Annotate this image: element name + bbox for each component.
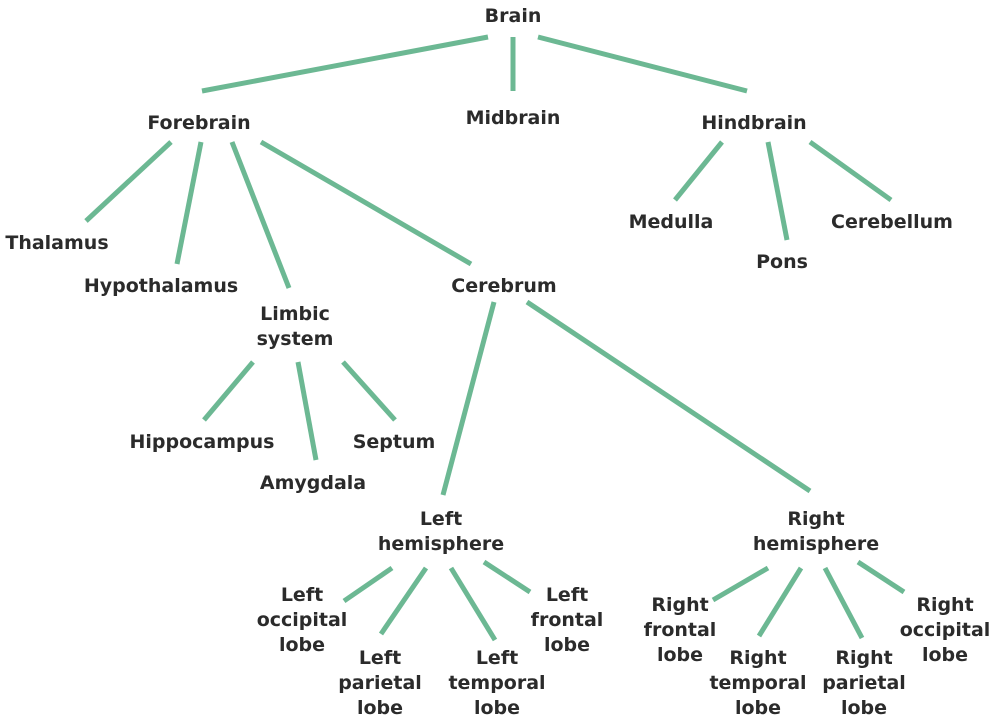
edge-left-hemisphere-to-left-temporal-lobe <box>448 566 498 642</box>
node-hippocampus: Hippocampus <box>130 430 275 455</box>
node-label-line: Left <box>475 647 519 669</box>
node-label-line: frontal <box>643 619 717 641</box>
node-label-line: Forebrain <box>147 112 251 134</box>
node-label-line: Left <box>358 647 402 669</box>
edge-limbic-system-to-hippocampus <box>202 360 255 422</box>
node-right-frontal-lobe: Right frontal lobe <box>644 593 717 668</box>
node-hypothalamus: Hypothalamus <box>84 274 238 299</box>
edge-forebrain-to-cerebrum <box>259 139 473 267</box>
edge-limbic-system-to-amygdala <box>295 361 319 461</box>
edge-forebrain-to-hypothalamus <box>174 141 204 265</box>
edge-hindbrain-to-cerebellum <box>808 139 893 203</box>
node-left-parietal-lobe: Left parietal lobe <box>338 646 422 721</box>
node-label-line: Right <box>787 508 845 530</box>
edge-right-hemisphere-to-right-temporal-lobe <box>756 566 804 638</box>
node-label-line: parietal <box>338 672 422 694</box>
edge-hindbrain-to-medulla <box>673 140 724 202</box>
node-label-line: Hypothalamus <box>83 275 239 297</box>
edge-right-hemisphere-to-right-frontal-lobe <box>711 565 770 603</box>
edge-forebrain-to-thalamus <box>84 140 173 223</box>
node-label-line: Medulla <box>628 211 714 233</box>
node-right-hemisphere: Right hemisphere <box>753 507 879 557</box>
node-label-line: Right <box>651 594 709 616</box>
node-label-line: temporal <box>709 672 807 694</box>
node-label-line: Thalamus <box>5 232 109 254</box>
node-left-hemisphere: Left hemisphere <box>378 507 504 557</box>
node-label-line: Right <box>835 647 893 669</box>
node-label-line: lobe <box>543 634 591 656</box>
node-label-line: Left <box>545 584 589 606</box>
node-cerebellum: Cerebellum <box>831 210 953 235</box>
edge-left-hemisphere-to-left-frontal-lobe <box>482 559 532 595</box>
node-forebrain: Forebrain <box>147 111 250 136</box>
node-label-line: lobe <box>473 697 521 719</box>
node-left-frontal-lobe: Left frontal lobe <box>531 583 604 658</box>
node-midbrain: Midbrain <box>466 106 561 131</box>
node-label-line: Pons <box>756 251 808 273</box>
edge-brain-to-forebrain <box>201 34 489 94</box>
node-label-line: occipital <box>899 619 991 641</box>
node-thalamus: Thalamus <box>5 231 108 256</box>
node-right-occipital-lobe: Right occipital lobe <box>900 593 991 668</box>
node-hindbrain: Hindbrain <box>701 111 806 136</box>
edge-limbic-system-to-septum <box>341 360 397 422</box>
node-right-temporal-lobe: Right temporal lobe <box>709 646 806 721</box>
node-label-line: hemisphere <box>752 533 880 555</box>
node-label-line: Brain <box>484 5 542 27</box>
node-left-temporal-lobe: Left temporal lobe <box>448 646 545 721</box>
node-label-line: Right <box>729 647 787 669</box>
node-amygdala: Amygdala <box>260 471 366 496</box>
node-label-line: Left <box>419 508 463 530</box>
edge-forebrain-to-limbic-system <box>229 141 292 289</box>
node-label-line: lobe <box>278 634 326 656</box>
node-label-line: Septum <box>352 431 436 453</box>
node-label-line: Right <box>916 594 974 616</box>
node-right-parietal-lobe: Right parietal lobe <box>822 646 906 721</box>
node-label-line: Limbic <box>260 303 330 325</box>
node-label-line: Cerebrum <box>451 275 557 297</box>
edge-right-hemisphere-to-right-occipital-lobe <box>856 559 906 595</box>
edge-hindbrain-to-pons <box>765 141 790 241</box>
edge-right-hemisphere-to-right-parietal-lobe <box>822 566 865 640</box>
node-label-line: occipital <box>256 609 348 631</box>
node-label-line: Left <box>280 584 324 606</box>
edge-cerebrum-to-right-hemisphere <box>525 299 812 494</box>
node-label-line: temporal <box>448 672 546 694</box>
node-label-line: Hindbrain <box>701 112 807 134</box>
node-label-line: parietal <box>822 672 906 694</box>
node-label-line: lobe <box>656 644 704 666</box>
edge-cerebrum-to-left-hemisphere <box>440 301 497 496</box>
node-label-line: lobe <box>734 697 782 719</box>
node-label-line: Midbrain <box>465 107 561 129</box>
node-label-line: hemisphere <box>377 533 505 555</box>
node-label-line: lobe <box>840 697 888 719</box>
node-medulla: Medulla <box>629 210 714 235</box>
node-limbic-system: Limbic system <box>257 302 334 352</box>
node-cerebrum: Cerebrum <box>451 274 556 299</box>
node-label-line: lobe <box>921 644 969 666</box>
node-brain: Brain <box>485 4 542 29</box>
node-label-line: system <box>256 328 334 350</box>
node-label-line: lobe <box>356 697 404 719</box>
node-septum: Septum <box>353 430 436 455</box>
edge-left-hemisphere-to-left-parietal-lobe <box>378 566 429 636</box>
node-label-line: frontal <box>530 609 604 631</box>
edge-brain-to-hindbrain <box>537 34 748 94</box>
node-label-line: Cerebellum <box>831 211 953 233</box>
edge-left-hemisphere-to-left-occipital-lobe <box>342 565 394 604</box>
node-label-line: Hippocampus <box>129 431 275 453</box>
node-label-line: Amygdala <box>259 472 367 494</box>
node-pons: Pons <box>756 250 808 275</box>
node-left-occipital-lobe: Left occipital lobe <box>257 583 348 658</box>
